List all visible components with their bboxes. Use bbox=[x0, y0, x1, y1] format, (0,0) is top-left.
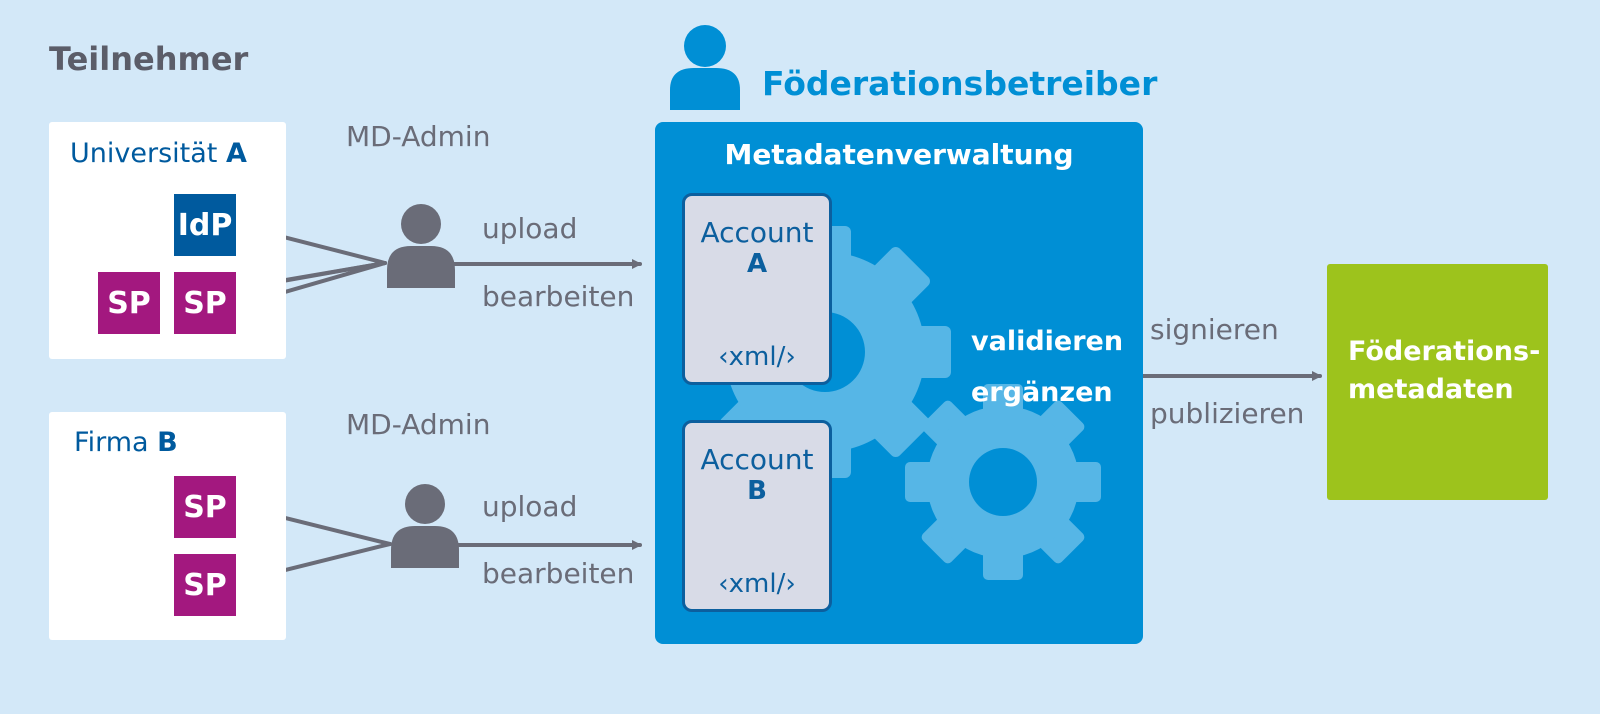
edit-label-a: bearbeiten bbox=[482, 280, 635, 313]
account-b-file: ‹xml/› bbox=[718, 569, 796, 599]
output-label-line1: Föderations- bbox=[1348, 336, 1541, 367]
person-icon bbox=[391, 484, 459, 568]
upload-label-a: upload bbox=[482, 212, 578, 245]
publish-label: publizieren bbox=[1150, 397, 1305, 430]
org-b-card: Firma B bbox=[49, 412, 286, 640]
account-b-label: Account bbox=[700, 443, 814, 476]
sp-badge-b2: SP bbox=[174, 554, 236, 616]
md-admin-label-bottom: MD-Admin bbox=[346, 408, 491, 441]
sp-badge-a1: SP bbox=[98, 272, 160, 334]
org-a-card: Universität A bbox=[49, 122, 286, 359]
participants-heading: Teilnehmer bbox=[49, 40, 249, 78]
process-validate-label: validieren bbox=[971, 326, 1124, 357]
edit-label-b: bearbeiten bbox=[482, 557, 635, 590]
gear-icon bbox=[905, 384, 1101, 580]
account-a-label: Account bbox=[700, 216, 814, 249]
person-icon bbox=[387, 204, 455, 288]
org-b-name: Firma bbox=[74, 427, 149, 458]
panel-title: Metadatenverwaltung bbox=[724, 138, 1074, 171]
idp-badge: IdP bbox=[174, 194, 236, 256]
account-card-a: Account A ‹xml/› bbox=[682, 193, 832, 385]
account-b-letter: B bbox=[747, 476, 767, 506]
sp-badge-a2: SP bbox=[174, 272, 236, 334]
process-complete-label: ergänzen bbox=[971, 377, 1113, 408]
account-a-file: ‹xml/› bbox=[718, 342, 796, 372]
sp-badge-b1: SP bbox=[174, 476, 236, 538]
org-a-name: Universität bbox=[70, 138, 218, 169]
md-admin-label-top: MD-Admin bbox=[346, 120, 491, 153]
output-label-line2: metadaten bbox=[1348, 374, 1514, 405]
person-icon bbox=[670, 25, 740, 110]
upload-label-b: upload bbox=[482, 490, 578, 523]
metadata-management-panel: Metadatenverwaltung Account A ‹xml/› Acc… bbox=[655, 122, 1143, 644]
org-a-title: Universität A bbox=[70, 138, 247, 169]
sign-label: signieren bbox=[1150, 313, 1279, 346]
org-b-title: Firma B bbox=[74, 427, 178, 458]
account-card-b: Account B ‹xml/› bbox=[682, 420, 832, 612]
org-a-letter: A bbox=[225, 138, 247, 169]
federation-metadata-box: Föderations- metadaten bbox=[1327, 264, 1548, 500]
org-b-letter: B bbox=[157, 427, 178, 458]
account-a-letter: A bbox=[746, 249, 768, 279]
operator-title: Föderationsbetreiber bbox=[762, 64, 1158, 103]
